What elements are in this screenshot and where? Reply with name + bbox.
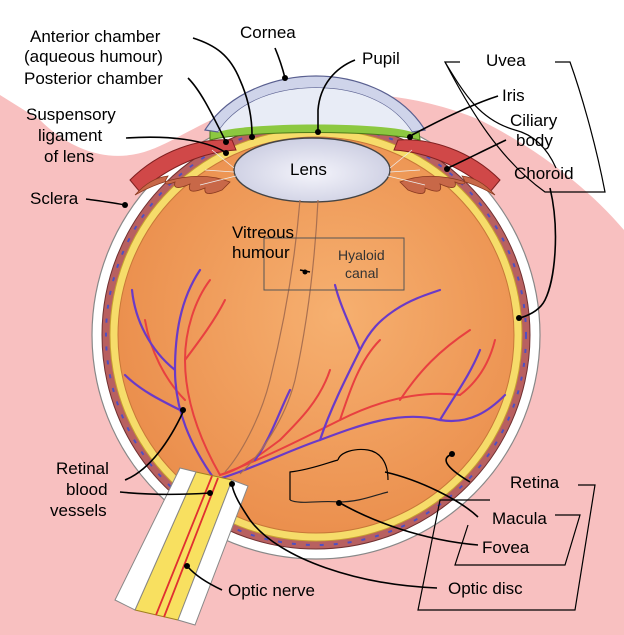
- suspensory-ligament-lines: [199, 149, 426, 186]
- label-pupil: Pupil: [362, 49, 400, 68]
- label-anterior-chamber-2: (aqueous humour): [24, 47, 163, 66]
- leader-lines: [85, 37, 606, 611]
- label-ciliary-body-2: body: [516, 131, 553, 150]
- label-suspensory-1: Suspensory: [26, 105, 116, 124]
- label-macula: Macula: [492, 509, 547, 528]
- label-vitreous-1: Vitreous: [232, 223, 294, 242]
- label-iris: Iris: [502, 86, 525, 105]
- label-optic-disc: Optic disc: [448, 579, 523, 598]
- label-anterior-chamber-1: Anterior chamber: [30, 27, 161, 46]
- ciliary-processes-right: [399, 175, 496, 196]
- leader-dots: [122, 75, 522, 569]
- label-sclera: Sclera: [30, 189, 79, 208]
- label-retina: Retina: [510, 473, 560, 492]
- label-retinal-vessels-1: Retinal: [56, 459, 109, 478]
- retinal-vessels: [123, 268, 507, 482]
- label-uvea: Uvea: [486, 51, 526, 70]
- anterior-chamber: [218, 88, 412, 132]
- label-hyaloid-2: canal: [345, 265, 378, 281]
- label-hyaloid-1: Hyaloid: [338, 247, 385, 263]
- label-optic-nerve: Optic nerve: [228, 581, 315, 600]
- label-retinal-vessels-3: vessels: [50, 501, 107, 520]
- optic-nerve-vessels: [155, 475, 219, 618]
- label-posterior-chamber: Posterior chamber: [24, 69, 163, 88]
- label-suspensory-2: ligament: [38, 126, 103, 145]
- hyaloid-canal: [224, 199, 319, 475]
- label-fovea: Fovea: [482, 538, 530, 557]
- background-air: [0, 0, 624, 230]
- ciliary-processes-left: [134, 175, 231, 196]
- label-vitreous-2: humour: [232, 243, 290, 262]
- hyaloid-canal-box: [263, 237, 405, 291]
- label-cornea: Cornea: [240, 23, 296, 42]
- label-ciliary-body-1: Ciliary: [510, 111, 558, 130]
- label-lens: Lens: [290, 160, 327, 179]
- choroid-dashes: [105, 124, 527, 546]
- ciliary-body: [129, 139, 237, 193]
- label-retinal-vessels-2: blood: [66, 480, 108, 499]
- label-choroid: Choroid: [514, 164, 574, 183]
- label-suspensory-3: of lens: [44, 147, 94, 166]
- ciliary-body-right: [393, 139, 501, 193]
- vitreous-body: [117, 136, 515, 534]
- hyaloid-canal-dot: [302, 269, 308, 275]
- lens: [233, 137, 391, 203]
